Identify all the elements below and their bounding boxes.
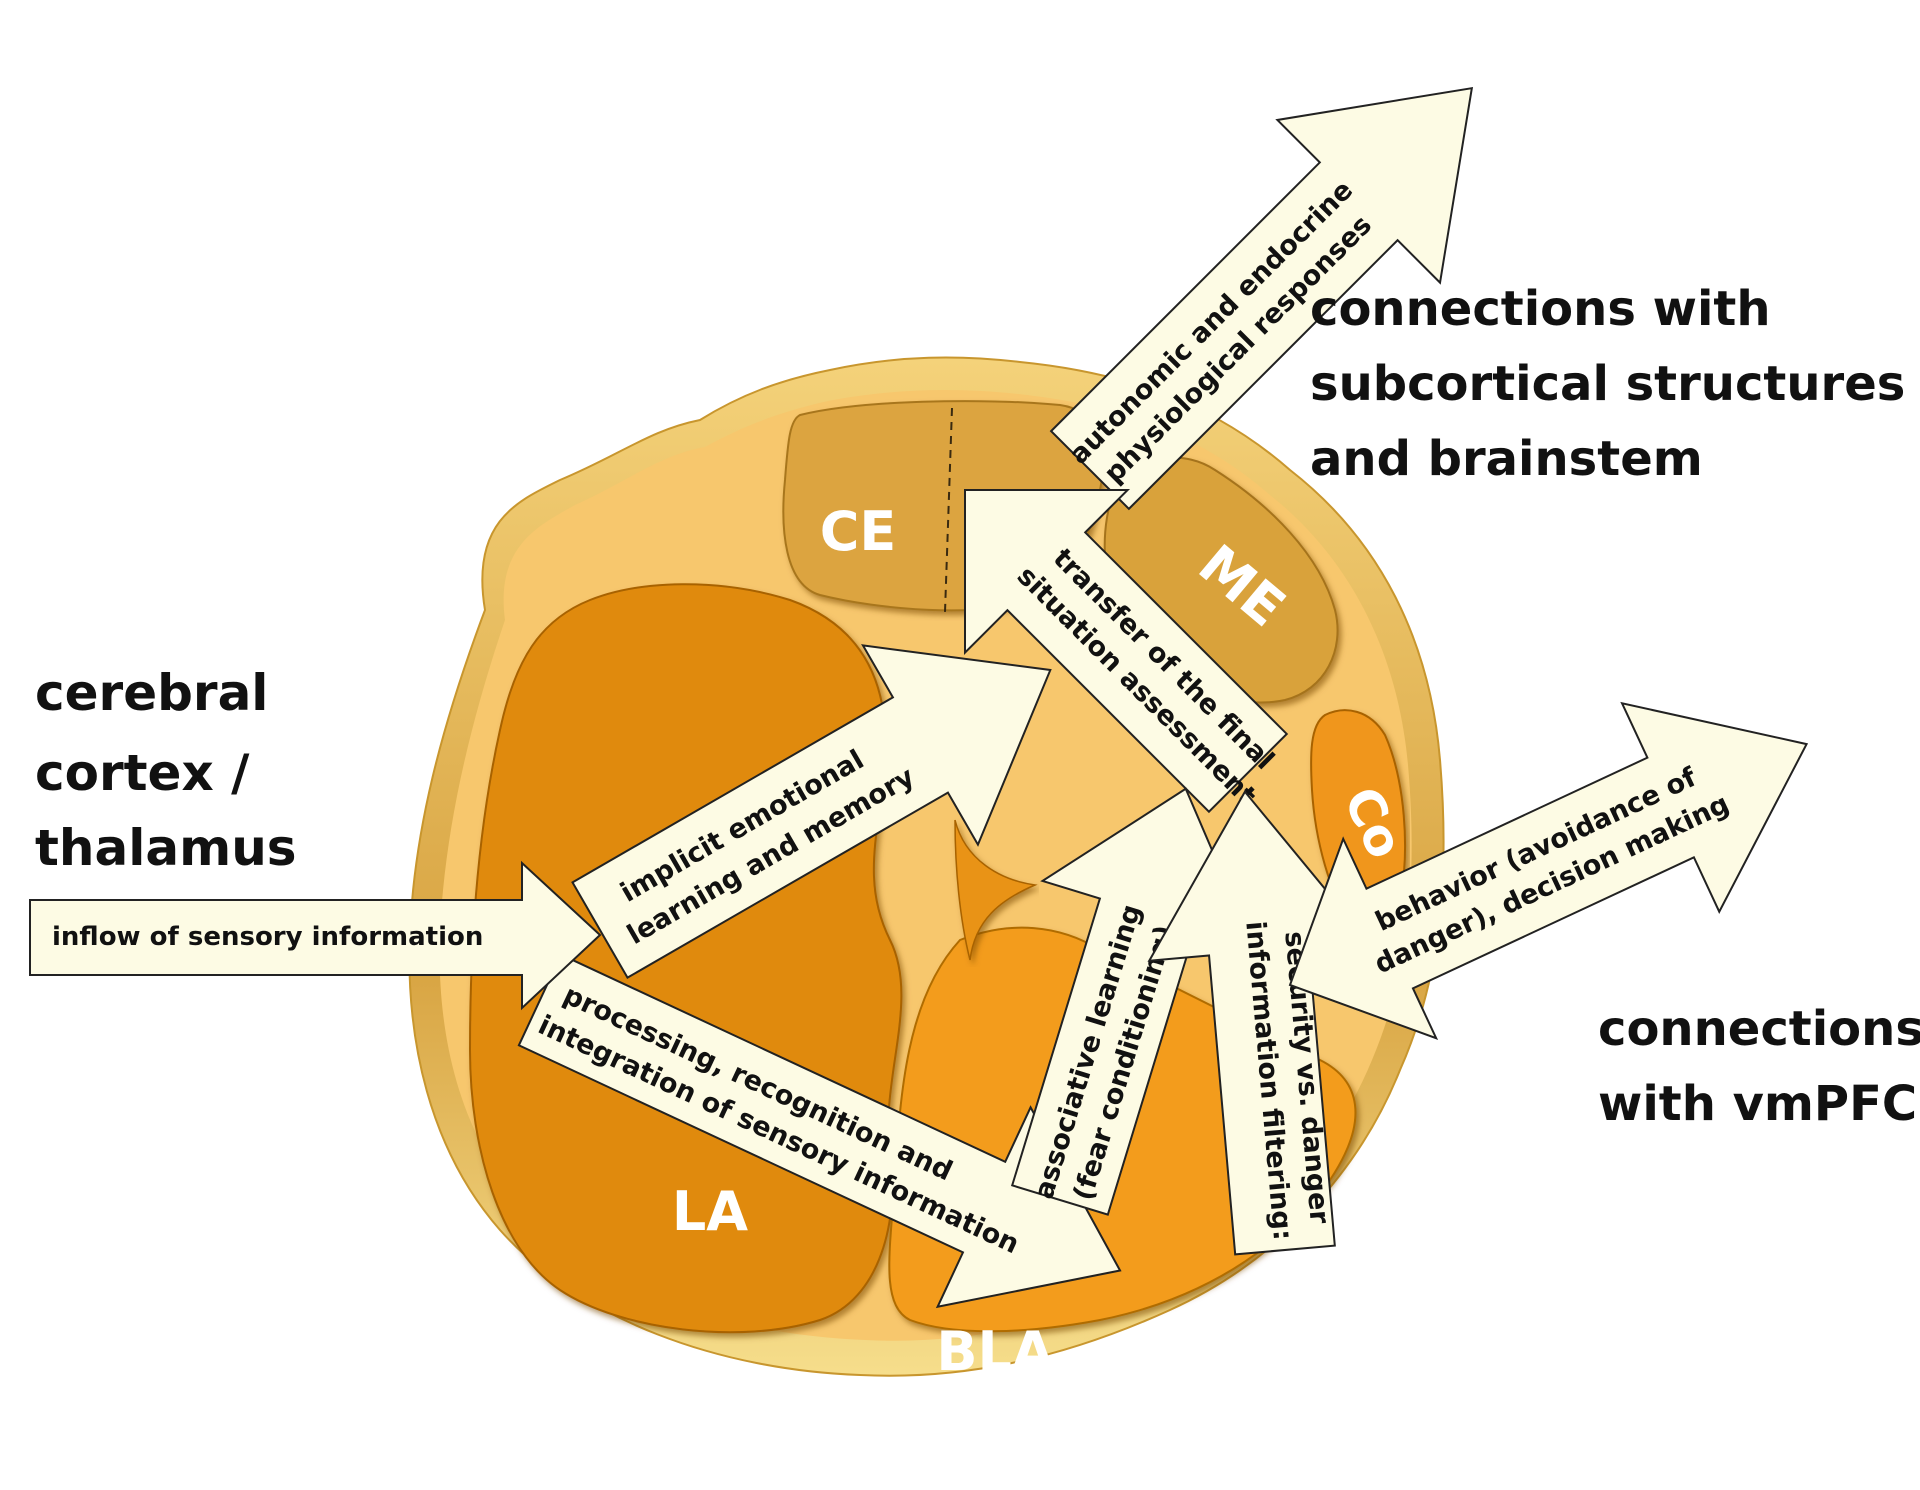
- vmpfc-label-line1: connections: [1598, 1001, 1920, 1057]
- subcortical-label-line2: subcortical structures: [1310, 356, 1905, 412]
- ce-label: CE: [820, 500, 897, 563]
- inflow-arrow: inflow of sensory information: [29, 860, 602, 1011]
- vmpfc-label-line2: with vmPFC: [1598, 1076, 1917, 1132]
- bla-label: BLA: [936, 1320, 1054, 1383]
- input-label-line3: thalamus: [35, 819, 297, 877]
- ce-divider-line: [944, 407, 953, 613]
- subcortical-label: connections with subcortical structures …: [1310, 281, 1905, 487]
- input-label-line1: cerebral: [35, 664, 268, 722]
- input-source-label: cerebral cortex / thalamus: [35, 664, 297, 877]
- subcortical-label-line1: connections with: [1310, 281, 1771, 337]
- input-label-line2: cortex /: [35, 744, 250, 802]
- la-label: LA: [672, 1180, 748, 1243]
- inflow-arrow-label: inflow of sensory information: [52, 922, 483, 952]
- intercalated-nucleus: [954, 819, 1038, 961]
- vmpfc-label: connections with vmPFC: [1598, 1001, 1920, 1132]
- subcortical-label-line3: and brainstem: [1310, 431, 1703, 487]
